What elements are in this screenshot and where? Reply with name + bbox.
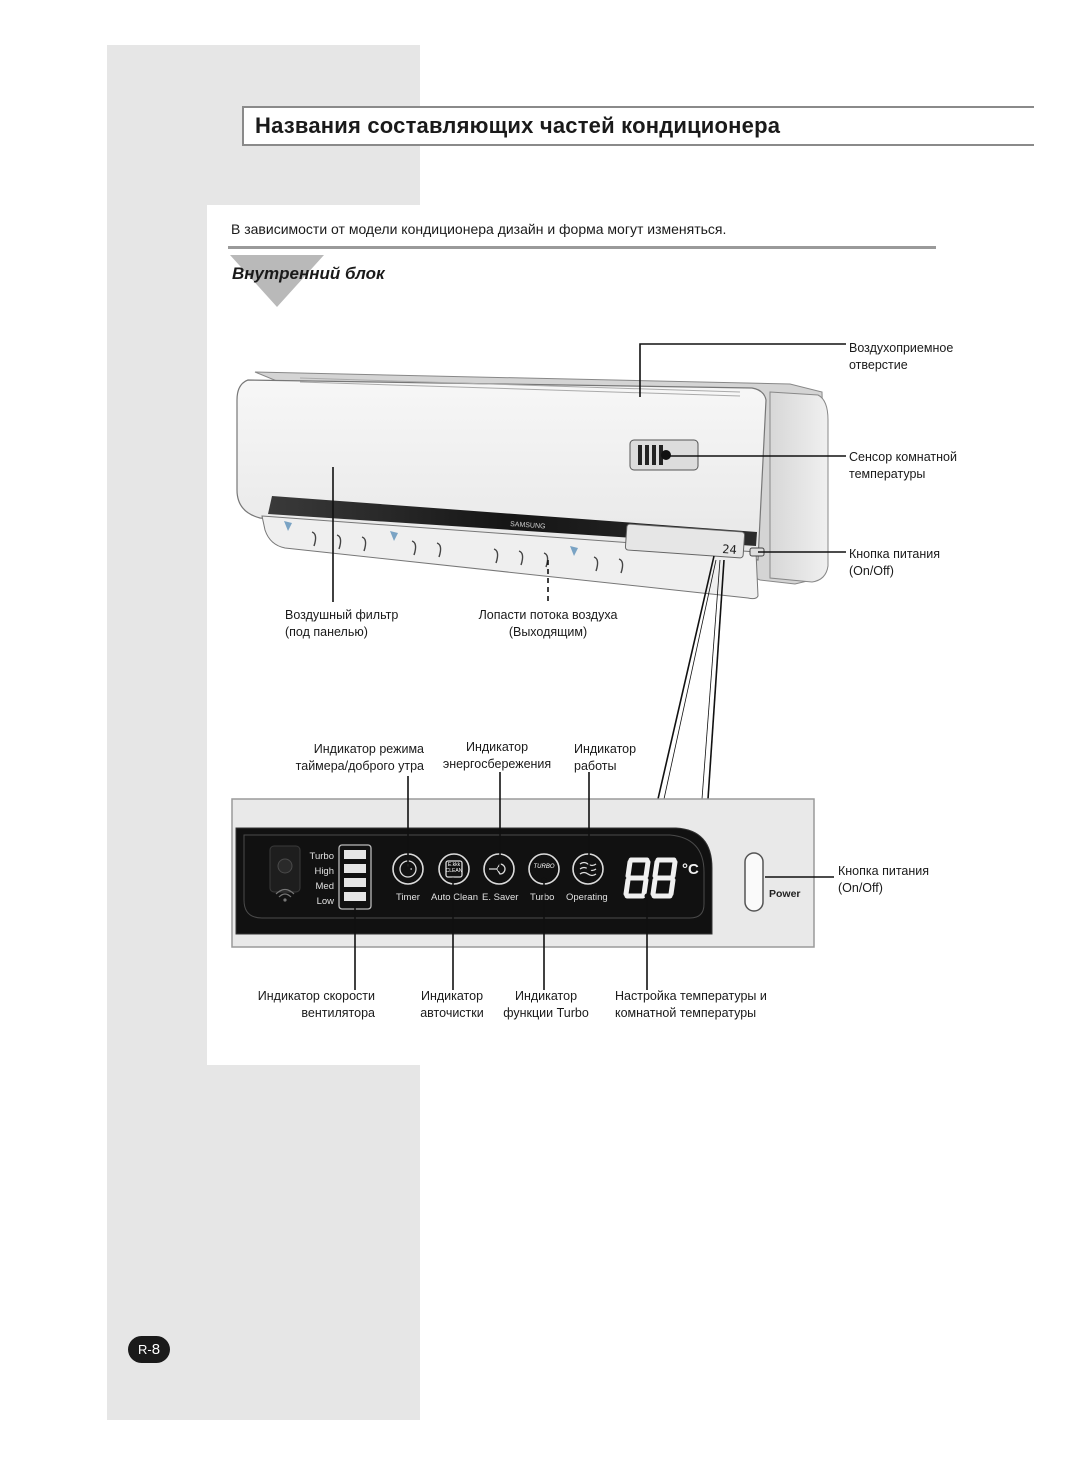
label-power-button-unit: Кнопка питания(On/Off) bbox=[849, 547, 941, 578]
separator-line bbox=[228, 246, 936, 249]
power-label: Power bbox=[769, 888, 801, 900]
label-power-button-panel: Кнопка питания(On/Off) bbox=[838, 864, 930, 895]
power-button[interactable] bbox=[744, 852, 764, 912]
label-louvers: Лопасти потока воздуха(Выходящим) bbox=[478, 608, 618, 639]
page-number-badge: R-8 bbox=[128, 1336, 170, 1363]
page-title: Названия составляющих частей кондиционер… bbox=[255, 113, 781, 138]
turbo-icon-text: TURBO bbox=[533, 864, 555, 870]
unit-display-value: 24 bbox=[722, 542, 737, 557]
btn-autoclean: Auto Clean bbox=[431, 892, 479, 903]
speed-turbo: Turbo bbox=[309, 851, 334, 862]
speed-list: Turbo High Med Low bbox=[302, 849, 334, 909]
btn-esaver: E. Saver bbox=[482, 892, 519, 903]
label-air-filter: Воздушный фильтр(под панелью) bbox=[285, 608, 399, 639]
wifi-icon bbox=[275, 888, 295, 898]
zoom-line-right bbox=[707, 559, 725, 800]
btn-turbo: Turbo bbox=[530, 892, 555, 903]
speed-high: High bbox=[314, 866, 334, 877]
speed-low: Low bbox=[316, 896, 334, 907]
title-frame bbox=[242, 106, 1034, 146]
section-triangle-icon bbox=[230, 255, 324, 307]
autoclean-icon bbox=[438, 853, 470, 885]
leader-air-intake bbox=[639, 343, 846, 397]
brand-logo: SAMSUNG bbox=[510, 521, 546, 530]
temperature-digits bbox=[623, 857, 678, 899]
btn-timer: Timer bbox=[396, 892, 420, 903]
celsius-unit: °C bbox=[682, 861, 699, 878]
model-note: В зависимости от модели кондиционера диз… bbox=[231, 221, 727, 237]
section-title: Внутренний блок bbox=[232, 264, 385, 283]
fan-speed-bars bbox=[344, 850, 366, 901]
zoom-line-left bbox=[657, 555, 715, 800]
btn-operating: Operating bbox=[566, 892, 608, 903]
speed-med: Med bbox=[315, 881, 334, 892]
operating-icon bbox=[572, 853, 604, 885]
esaver-icon bbox=[483, 853, 515, 885]
